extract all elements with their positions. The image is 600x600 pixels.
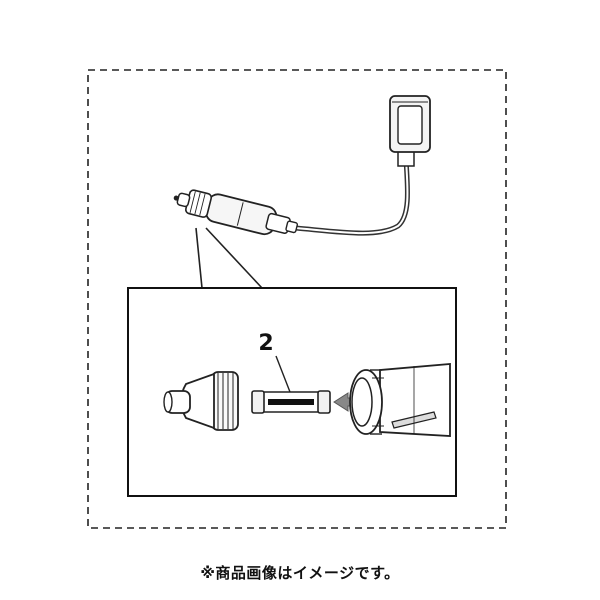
plug-body-socket [349, 363, 451, 437]
callout-line-right [205, 227, 263, 289]
cable [293, 157, 410, 236]
image-disclaimer-caption: ※商品画像はイメージです。 [200, 564, 400, 582]
dashed-frame [87, 69, 507, 529]
fuse-element [268, 399, 314, 405]
callout-line-left [195, 227, 203, 289]
part-number-label: 2 [258, 331, 273, 356]
plug-cap [184, 189, 213, 218]
fuse [251, 390, 331, 414]
car-plug-cable [173, 95, 431, 236]
cable-connector [389, 95, 431, 167]
part-leader-line [275, 355, 291, 393]
removed-plug-cap [163, 371, 239, 431]
